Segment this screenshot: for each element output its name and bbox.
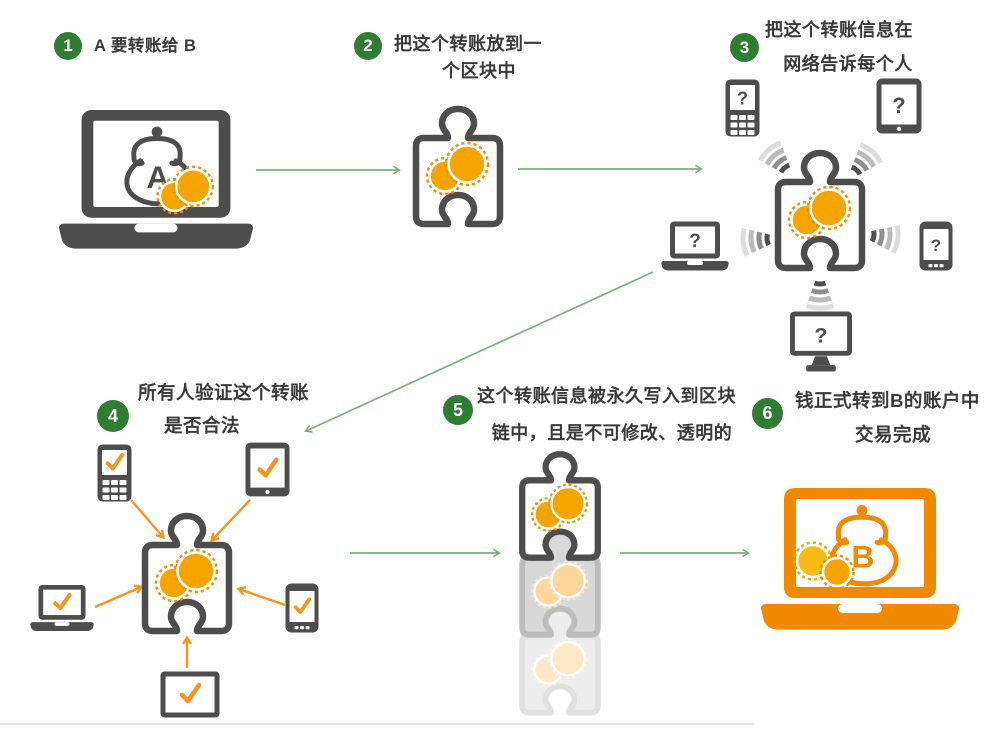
step-4-badge: 4 [97, 400, 129, 432]
step-2-line1: 把这个转账放到一 [394, 34, 542, 54]
block-icon-faded-2 [519, 606, 601, 716]
checkmark-icon [257, 457, 279, 478]
coins-icon [154, 548, 219, 603]
step-3-badge: 3 [730, 33, 759, 62]
signal-waves-icon [805, 280, 835, 311]
question-mark: ? [737, 89, 748, 109]
step-5-title: 这个转账信息被永久写入到区块 链中，且是不可修改、透明的 [477, 386, 747, 443]
tablet-check-icon [245, 442, 290, 497]
laptop-question-icon: ? [661, 221, 729, 271]
signal-waves-icon [740, 227, 771, 257]
laptop-a-icon: A [58, 110, 254, 249]
block-icon-step4 [141, 512, 233, 635]
step-2-title: 把这个转账放到一 个区块中 [394, 34, 564, 81]
step-1-title: A 要转账给 B [94, 36, 196, 56]
step-5-line2: 链中，且是不可修改、透明的 [491, 423, 733, 443]
step-6-line1: 钱正式转到B的账户中 [795, 390, 980, 411]
checkmark-icon [105, 452, 125, 471]
block-icon-step2 [412, 105, 504, 228]
step-4-line2: 是否合法 [164, 415, 241, 436]
step-5-badge: 5 [443, 395, 473, 425]
feature-phone-question-icon: ? [725, 79, 760, 137]
bottom-divider [0, 723, 754, 725]
monitor-question-icon: ? [790, 311, 852, 372]
step-3-line2: 网络告诉每个人 [783, 54, 913, 74]
question-mark: ? [814, 322, 827, 347]
signal-waves-icon [869, 225, 901, 254]
laptop-check-icon [30, 584, 94, 632]
step-4-line1: 所有人验证这个转账 [138, 382, 310, 403]
coins-icon [793, 541, 855, 590]
coins-icon [531, 560, 589, 609]
verify-arrow-from-tablet [210, 499, 251, 543]
arrow-step3-to-step4 [304, 271, 654, 433]
step-3-title: 把这个转账信息在 网络告诉每个人 [765, 20, 931, 74]
screen-check-icon [160, 671, 220, 718]
smartphone-question-icon: ? [919, 221, 953, 271]
block-icon-faded-1 [519, 528, 601, 638]
signal-waves-icon [850, 142, 884, 176]
step-1-line1: A 要转账给 B [94, 37, 197, 55]
question-mark: ? [892, 93, 905, 118]
block-icon-step5-top [519, 451, 601, 561]
step-6-line2: 交易完成 [854, 424, 931, 445]
step-5-line1: 这个转账信息被永久写入到区块 [477, 386, 736, 406]
wallet-b-label: B [851, 539, 874, 575]
question-mark: ? [931, 236, 941, 255]
block-icon-step3 [774, 149, 866, 272]
checkmark-icon [179, 682, 202, 704]
step-4-title: 所有人验证这个转账 是否合法 [138, 383, 322, 436]
step-6-badge: 6 [752, 398, 783, 429]
step-6-title: 钱正式转到B的账户中 交易完成 [795, 391, 991, 445]
feature-phone-check-icon [97, 444, 132, 502]
coins-icon [156, 165, 214, 215]
laptop-b-icon: B [760, 488, 960, 630]
step-1-badge: 1 [54, 32, 82, 60]
coins-icon [531, 638, 589, 687]
coins-icon [531, 483, 589, 532]
question-mark: ? [689, 231, 701, 252]
signal-waves-icon [757, 140, 791, 174]
coins-icon [425, 141, 490, 196]
step-2-badge: 2 [354, 32, 382, 60]
verify-arrow-from-phone [130, 499, 165, 540]
step-2-line2: 个区块中 [442, 61, 516, 81]
step-3-line1: 把这个转账信息在 [765, 20, 913, 40]
smartphone-check-icon [285, 583, 319, 633]
checkmark-icon [293, 597, 312, 614]
checkmark-icon [53, 592, 72, 611]
verify-arrow-from-smartphone [236, 586, 286, 607]
tablet-question-icon: ? [876, 78, 922, 134]
verify-arrow-from-laptop [94, 584, 144, 609]
coins-icon [787, 185, 852, 240]
